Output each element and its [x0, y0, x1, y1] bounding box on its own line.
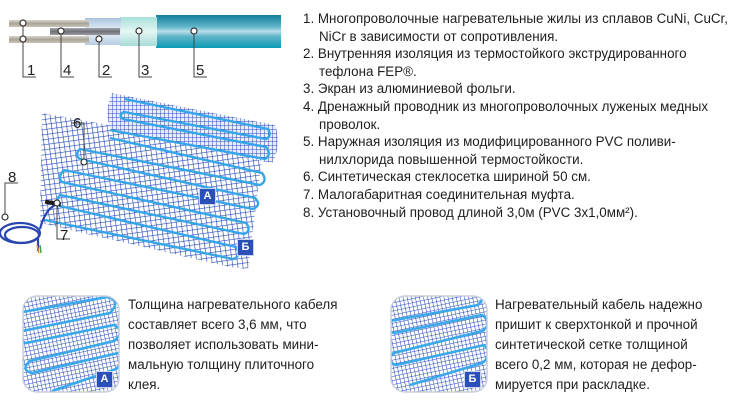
component-item-2: 2. Внутренняя изоляция из термостойкого … [303, 45, 733, 80]
component-item-6: 6. Синтетическая стеклосетка шириной 50 … [303, 168, 733, 186]
feature-badge-b: Б [464, 371, 481, 388]
item-text: Экран из алюминиевой фольги. [317, 81, 516, 97]
feature-line: клея. [128, 377, 161, 392]
lead-wire [0, 204, 56, 251]
callout-label-3: 3 [141, 62, 150, 79]
item-number: 6. [303, 169, 315, 185]
zone-badge-a: А [199, 188, 216, 205]
feature-line: мируется при раскладке. [495, 377, 650, 392]
callout-label-8: 8 [8, 169, 17, 186]
item-text: Синтетическая стеклосетка шириной 50 см. [317, 169, 591, 185]
feature-line: составляет всего 3,6 мм, что [128, 317, 307, 332]
feature-block-a: А Толщина нагревательного кабеля составл… [0, 285, 370, 415]
feature-line: позволяет использовать мини- [128, 337, 319, 352]
item-number: 1. [303, 11, 315, 26]
feature-line: пришит к сверхтонкой и прочной [495, 317, 698, 332]
item-text: Многопроволочные нагревательные жилы из … [317, 11, 728, 44]
heating-mat-illustration [0, 93, 278, 269]
feature-line: мальную толщину плиточного [128, 357, 315, 372]
feature-line: всего 0,2 мм, которая не дефор- [495, 357, 697, 372]
item-number: 5. [303, 134, 315, 150]
component-item-4: 4. Дренажный проводник из многопроволочн… [303, 98, 733, 133]
item-number: 4. [303, 98, 315, 114]
callout-label-5: 5 [196, 62, 205, 79]
item-text: Установочный провод длиной 3,0м (PVC 3х1… [317, 204, 638, 220]
component-item-1: 1. Многопроволочные нагревательные жилы … [303, 10, 733, 45]
item-number: 8. [303, 204, 315, 220]
callout-label-7: 7 [60, 227, 69, 244]
feature-line: Нагревательный кабель надежно [495, 297, 703, 312]
cable-structure-diagram: 1 4 2 3 5 [0, 0, 300, 85]
item-text: Наружная изоляция из модифицированного P… [317, 134, 676, 167]
feature-text-a: Толщина нагревательного кабеля составляе… [128, 295, 337, 395]
component-item-7: 7. Малогабаритная соединительная муфта. [303, 186, 733, 204]
feature-text-b: Нагревательный кабель надежно пришит к с… [495, 295, 702, 395]
zone-badge-b: Б [237, 239, 254, 256]
feature-badge-a: А [96, 371, 113, 388]
feature-block-b: Б Нагревательный кабель надежно пришит к… [370, 285, 736, 415]
component-item-3: 3. Экран из алюминиевой фольги. [303, 80, 733, 98]
callout-label-1: 1 [27, 62, 36, 79]
callout-label-6: 6 [73, 115, 82, 132]
callout-label-2: 2 [102, 62, 111, 79]
components-list: 1. Многопроволочные нагревательные жилы … [303, 10, 733, 221]
feature-line: синтетической сетке толщиной [495, 337, 688, 352]
cable-illustration [9, 15, 281, 78]
component-item-5: 5. Наружная изоляция из модифицированног… [303, 133, 733, 168]
item-number: 2. [303, 46, 315, 62]
callout-label-4: 4 [63, 62, 72, 79]
item-number: 3. [303, 81, 315, 97]
heating-mat-diagram: 6 7 8 А Б [0, 85, 290, 285]
component-item-8: 8. Установочный провод длиной 3,0м (PVC … [303, 204, 733, 222]
feature-line: Толщина нагревательного кабеля [128, 297, 338, 312]
item-number: 7. [303, 186, 315, 202]
item-text: Малогабаритная соединительная муфта. [317, 186, 575, 202]
item-text: Дренажный проводник из многопроволочных … [317, 98, 709, 132]
item-text: Внутренняя изоляция из термостойкого экс… [317, 46, 687, 79]
